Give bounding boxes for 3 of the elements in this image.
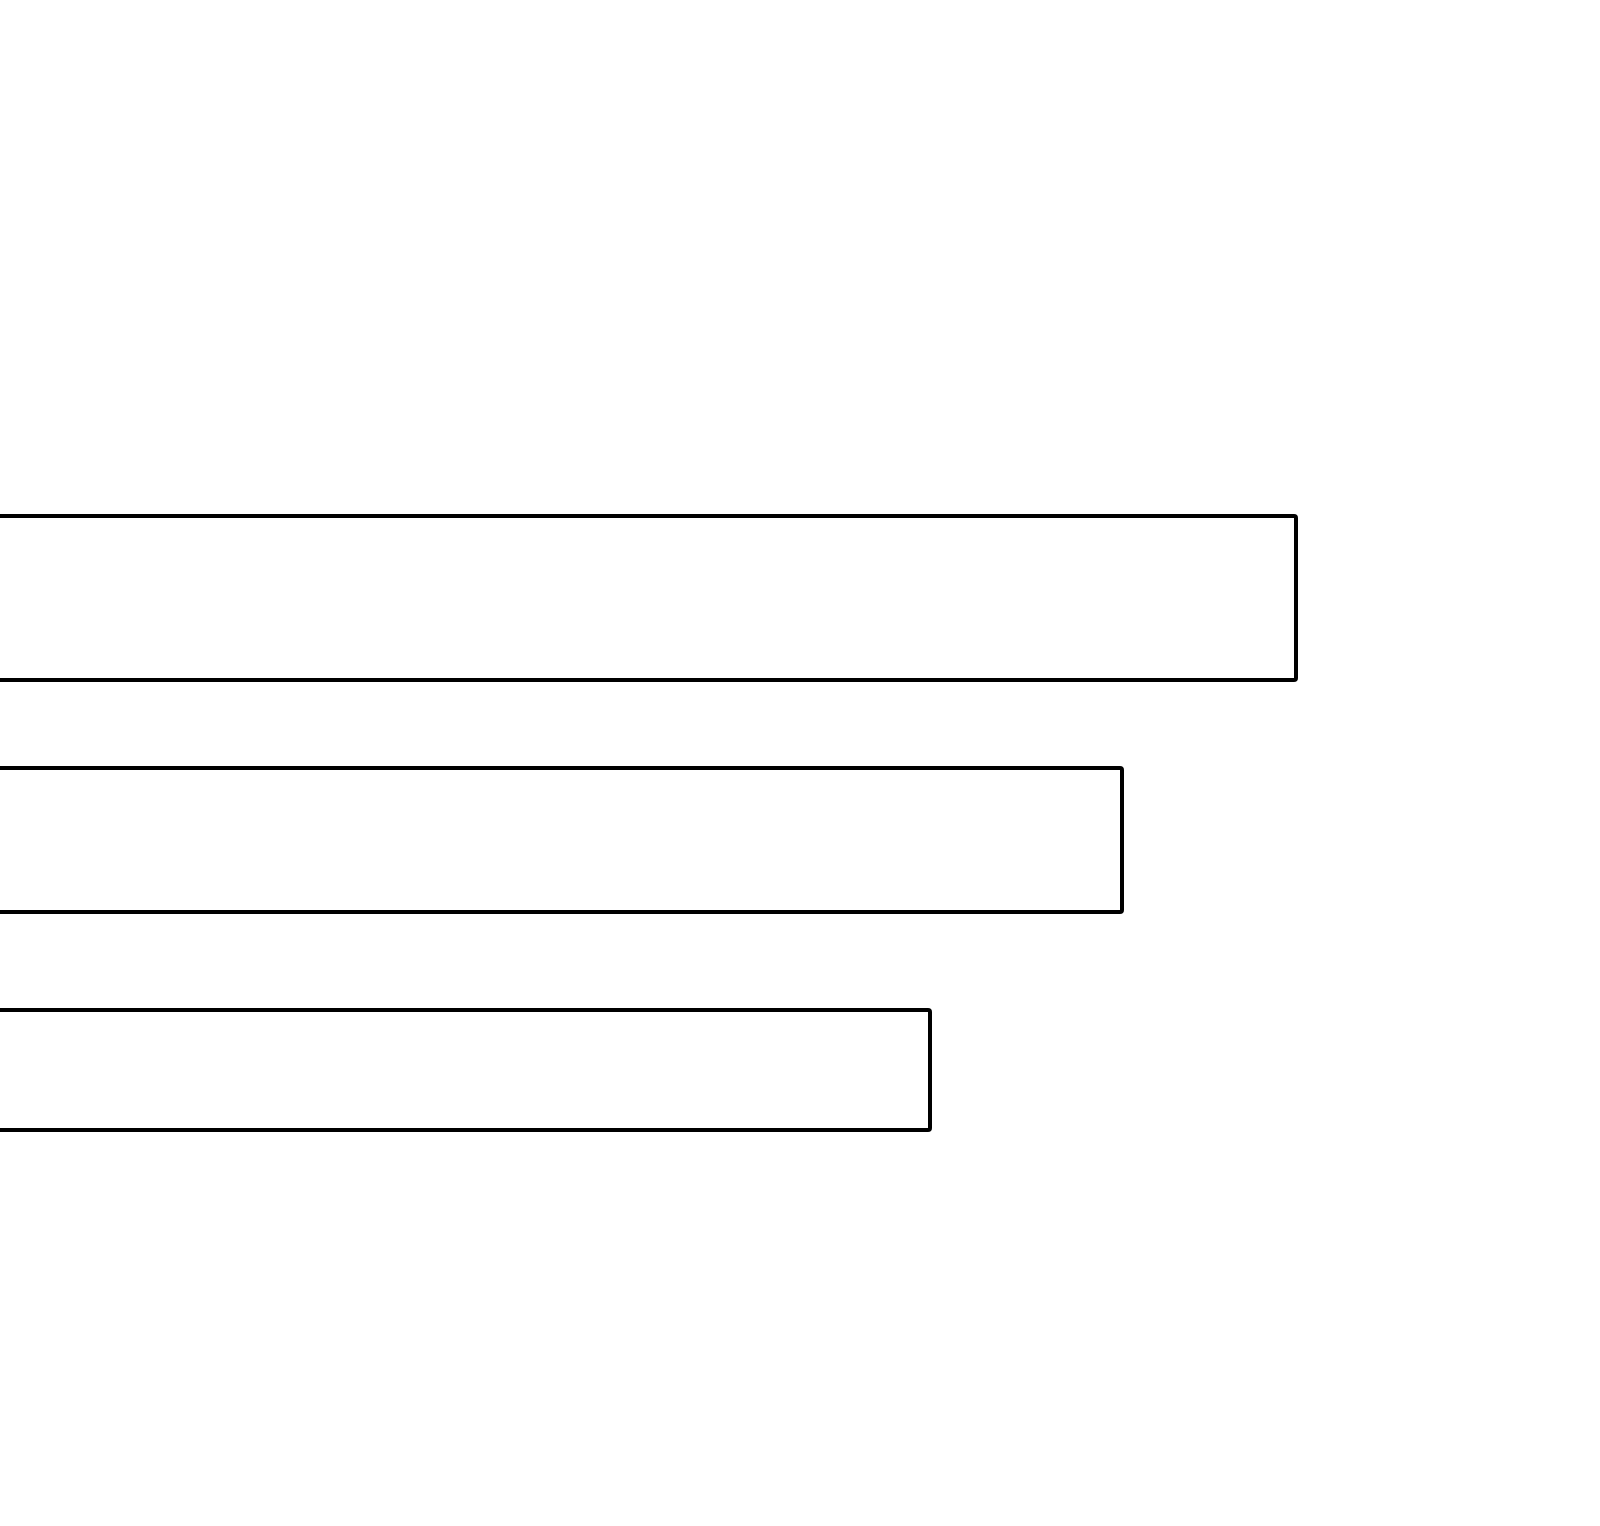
panel-box xyxy=(0,766,1124,914)
panel-box xyxy=(0,1008,932,1132)
panel-box xyxy=(0,514,1298,682)
